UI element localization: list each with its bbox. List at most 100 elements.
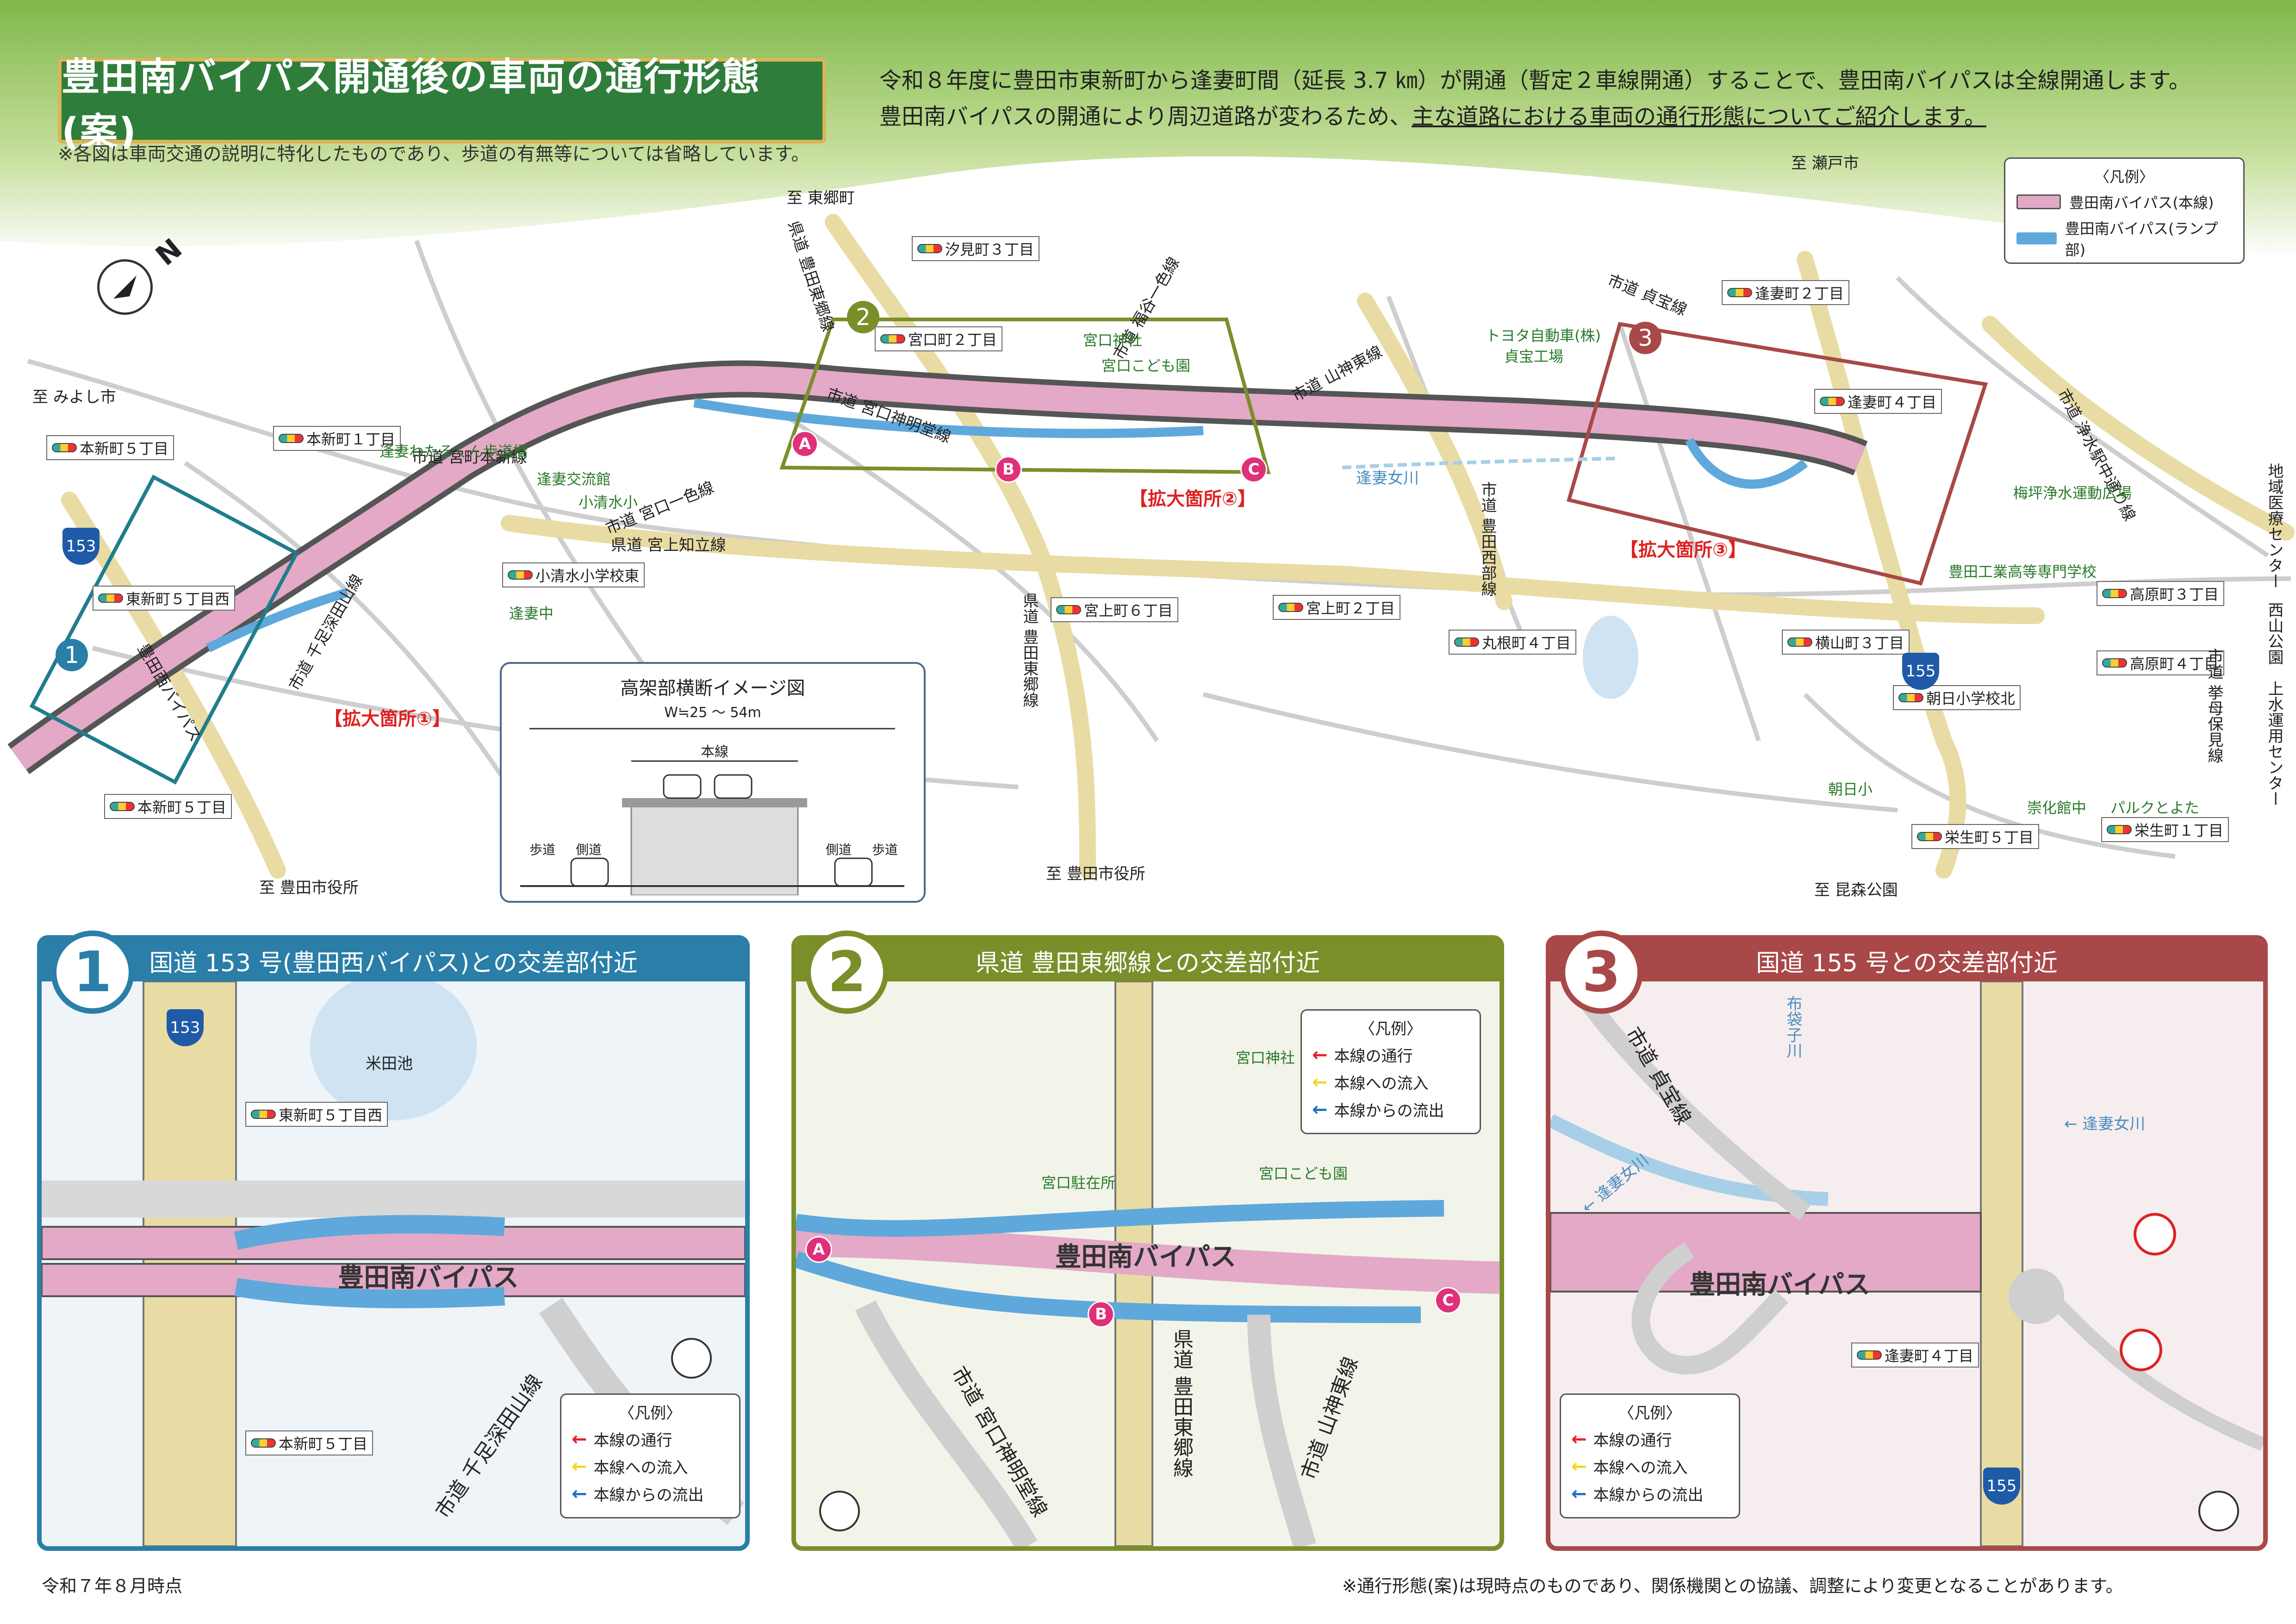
place-label: 朝日小 [1828, 781, 1873, 798]
intro-line-2a: 豊田南バイパスの開通により周辺道路が変わるため、 [879, 104, 1412, 130]
dest-label: 至 みよし市 [32, 388, 116, 406]
river-label: 布袋子川 [1784, 995, 1802, 1058]
pin-c-icon: C [1240, 456, 1267, 483]
traffic-light-icon [1820, 397, 1845, 406]
enlarge-label-2: 【拡大箇所②】 [1129, 488, 1256, 510]
route-153-icon: 153 [62, 528, 100, 565]
red-arrow-icon: ← [572, 1428, 587, 1450]
flow-legend-title: 〈凡例〉 [1618, 1404, 1681, 1423]
signal-label: 逢妻町４丁目 [1814, 389, 1942, 414]
traffic-light-icon [1787, 637, 1812, 647]
traffic-light-icon [1917, 832, 1942, 841]
map-legend-label: 豊田南バイパス(ランプ部) [2065, 220, 2218, 259]
road-label: 県道 豊田東郷線 [1020, 593, 1039, 708]
flow-legend-row: ←本線の通行 [1312, 1044, 1413, 1066]
map-legend-label: 豊田南バイパス(本線) [2069, 194, 2214, 212]
traffic-light-icon [2107, 825, 2132, 834]
signal-label: 本新町１丁目 [273, 426, 401, 451]
signal-label: 小清水小学校東 [502, 562, 645, 587]
flow-legend-row: ←本線からの流出 [1312, 1099, 1444, 1121]
place-label: 宮口こども園 [1101, 357, 1191, 375]
place-label: 上水運用センター [2265, 681, 2284, 806]
section-2-number: 2 [805, 931, 889, 1014]
signal-label: 汐見町３丁目 [912, 236, 1040, 261]
dest-label: 至 瀬戸市 [1791, 154, 1859, 173]
cross-section-width: W≒25 〜 54m [664, 705, 761, 721]
map-legend-row: 豊田南バイパス(本線) [2016, 191, 2232, 212]
pond [1583, 616, 1638, 699]
traffic-light-icon [1056, 605, 1081, 614]
place-label: 西山公園 [2265, 602, 2284, 665]
dest-label: 至 昆森公園 [1814, 881, 1898, 899]
mainline-swatch [2016, 194, 2061, 209]
cross-side-road-label: 側道 [576, 842, 602, 857]
route-155-icon: 155 [1902, 653, 1939, 690]
bypass-ramp [693, 398, 1204, 438]
place-label: 宮口神社 [1083, 331, 1143, 349]
traffic-light-icon [251, 1438, 276, 1448]
section-3-number: 3 [1560, 931, 1643, 1014]
section-1-title: 国道 153 号(豊田西バイパス)との交差部付近 [42, 940, 745, 981]
flow-legend-row: ←本線への流入 [1312, 1071, 1429, 1093]
section-2: 県道 豊田東郷線との交差部付近 豊田南バイパス 市道 宮口神明堂線 県道 豊田東… [791, 935, 1504, 1551]
flow-legend: 〈凡例〉 ←本線の通行 ←本線への流入 ←本線からの流出 [560, 1393, 740, 1518]
yellow-arrow-icon: ← [1312, 1071, 1328, 1093]
yellow-arrow-icon: ← [572, 1455, 587, 1477]
pin-b-icon: B [995, 456, 1022, 483]
pin-a-icon: A [791, 431, 818, 457]
red-arrow-icon: ← [1312, 1044, 1328, 1066]
traffic-light-icon [1857, 1350, 1882, 1360]
signal-label: 高原町３丁目 [2097, 581, 2225, 606]
signal-label: 栄生町１丁目 [2101, 817, 2229, 842]
signal-label: 高原町４丁目 [2097, 650, 2225, 675]
road-label: 市道 豊田西部線 [1478, 481, 1497, 597]
bypass-ramp [1685, 437, 1808, 489]
signal-label: 宮口町２丁目 [875, 326, 1003, 351]
route-153-icon: 153 [167, 1009, 204, 1046]
road-label: 県道 宮上知立線 [611, 536, 726, 555]
map-marker-2: 2 [847, 301, 879, 333]
traffic-light-icon [880, 334, 905, 344]
place-label: 小清水小 [579, 493, 638, 511]
signal-label: 逢妻町２丁目 [1722, 280, 1850, 305]
place-label: 逢妻交流館 [537, 470, 611, 488]
flow-legend: 〈凡例〉 ←本線の通行 ←本線への流入 ←本線からの流出 [1560, 1393, 1740, 1518]
north-arrow-icon [2198, 1491, 2239, 1531]
north-arrow-icon [671, 1338, 712, 1379]
place-label: 豊田工業高等専門学校 [1948, 563, 2097, 581]
traffic-light-icon [2102, 589, 2127, 598]
pin-a-icon: A [805, 1236, 832, 1263]
bypass-ramp [206, 588, 348, 652]
place-label: 崇化館中 [2027, 799, 2087, 817]
flow-legend: 〈凡例〉 ←本線の通行 ←本線への流入 ←本線からの流出 [1300, 1009, 1481, 1134]
intro-line-2: 豊田南バイパスの開通により周辺道路が変わるため、主な道路における車両の通行形態に… [879, 99, 2245, 135]
signal-label: 本新町５丁目 [104, 794, 232, 819]
signal-label: 宮上町６丁目 [1051, 597, 1179, 622]
footer-note: ※通行形態(案)は現時点のものであり、関係機関との協議、調整により変更となること… [1342, 1576, 2123, 1596]
signal-label: 横山町３丁目 [1782, 630, 1910, 655]
section-1-place: 米田池 [366, 1055, 413, 1073]
place-label: 宮口駐在所 [1041, 1174, 1116, 1192]
place-label: 地域医療センター [2265, 463, 2284, 589]
cross-sidewalk-label: 歩道 [872, 842, 898, 857]
intro-line-1: 令和８年度に豊田市東新町から逢妻町間（延長 3.7 ㎞）が開通（暫定２車線開通）… [879, 68, 2191, 94]
river-label: 逢妻女川 [1356, 469, 1419, 487]
title-note: ※各図は車両交通の説明に特化したものであり、歩道の有無等については省略しています… [58, 144, 810, 165]
signal-label: 丸根町４丁目 [1449, 630, 1577, 655]
intro-text: 令和８年度に豊田市東新町から逢妻町間（延長 3.7 ㎞）が開通（暫定２車線開通）… [879, 62, 2245, 135]
flow-legend-title: 〈凡例〉 [1359, 1020, 1422, 1038]
traffic-light-icon [1898, 693, 1923, 702]
north-arrow-icon [819, 1491, 860, 1531]
page-title: 豊田南バイパス開通後の車両の通行形態(案) [58, 55, 826, 154]
river [1342, 456, 1620, 469]
signal-label: 本新町５丁目 [46, 435, 174, 460]
cross-side-road-label: 側道 [826, 842, 852, 857]
cross-main-label: 本線 [701, 744, 728, 760]
dest-label: 至 東郷町 [787, 189, 855, 207]
traffic-light-icon [917, 244, 942, 253]
ramp-swatch [2016, 232, 2057, 244]
signal-label: 逢妻町４丁目 [1851, 1343, 1979, 1368]
traffic-light-icon [279, 434, 304, 443]
cross-sidewalk-label: 歩道 [529, 842, 556, 857]
dest-label: 至 豊田市役所 [259, 879, 359, 897]
